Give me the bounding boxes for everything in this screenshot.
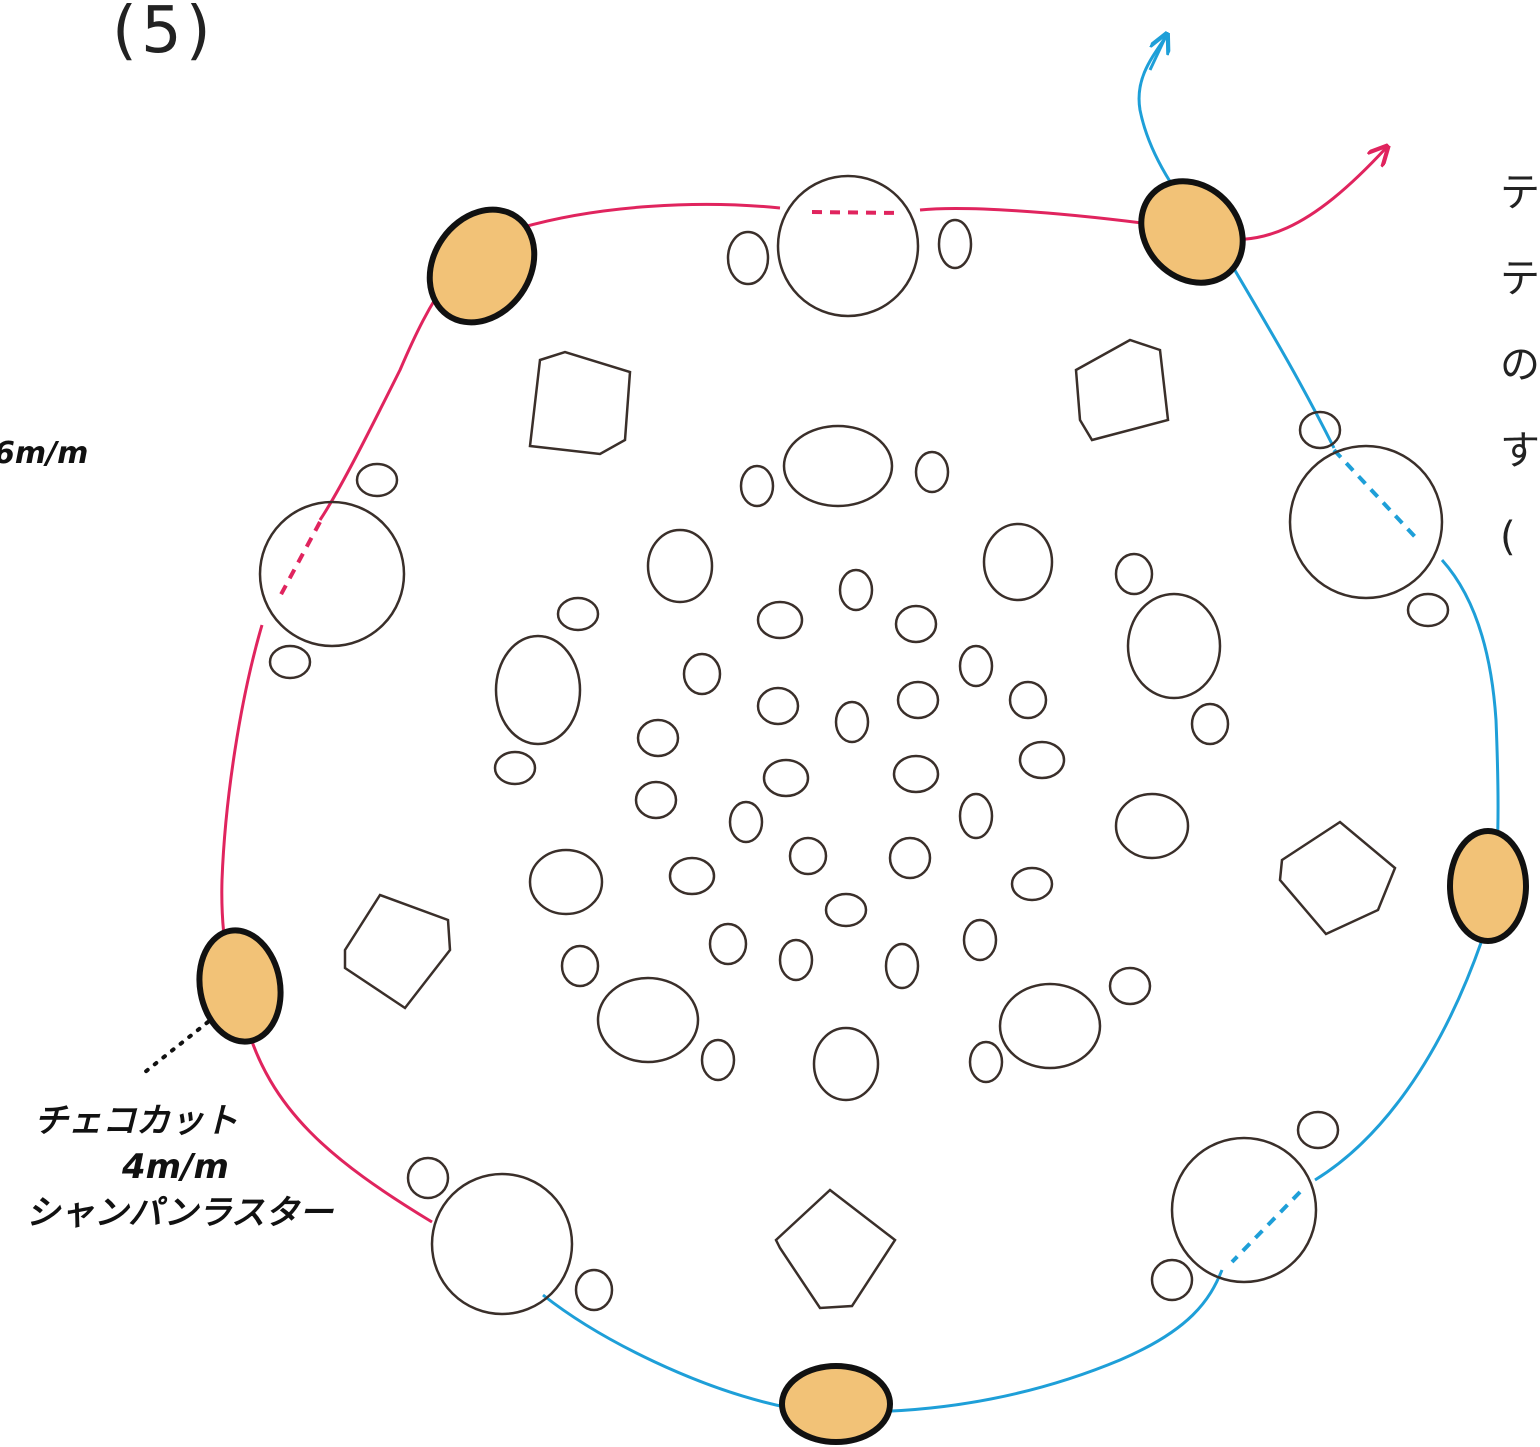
seed-bead: [406, 1156, 450, 1200]
seed-bead: [958, 644, 994, 688]
czech-cut-bead: [779, 1363, 893, 1445]
pink-thread: [220, 202, 1181, 1224]
seed-bead: [1406, 592, 1450, 628]
seed-bead: [888, 836, 932, 880]
hexagon-bead: [1278, 820, 1397, 936]
seed-bead: [268, 644, 312, 680]
medium-bead: [782, 424, 894, 508]
seed-bead: [778, 938, 814, 982]
seed-bead: [1190, 702, 1230, 746]
seed-bead: [762, 758, 810, 798]
seed-bead: [962, 918, 998, 962]
seed-bead: [937, 218, 973, 270]
pink-dashed-inside: [276, 521, 322, 601]
blue-thread-exit: [1148, 36, 1166, 71]
seed-bead: [739, 464, 775, 508]
seed-bead: [756, 600, 804, 640]
seed-bead: [884, 942, 920, 990]
medium-bead: [646, 528, 714, 604]
pink-dashed-inside: [811, 210, 901, 215]
bead-note-line-3: シャンパンラスター: [26, 1193, 334, 1233]
seed-bead: [560, 944, 600, 988]
right-text-cut: テ テ の す (: [1500, 150, 1540, 570]
right-text-char: (: [1500, 514, 1516, 560]
seed-bead: [1010, 866, 1054, 902]
seed-bead: [958, 792, 994, 840]
blue-dashed-inside: [1230, 1190, 1302, 1264]
medium-bead: [1114, 792, 1190, 860]
large-round-bead: [1170, 1136, 1318, 1284]
seed-bead: [634, 780, 678, 820]
medium-bead: [982, 522, 1054, 602]
medium-bead: [998, 982, 1102, 1070]
seed-bead: [1296, 1110, 1340, 1150]
seed-bead: [834, 700, 870, 744]
seed-bead: [914, 450, 950, 494]
seed-bead: [756, 686, 800, 726]
medium-bead: [494, 634, 582, 746]
seed-bead: [896, 680, 940, 720]
czech-cut-bead: [426, 206, 538, 326]
seed-bead: [726, 230, 770, 286]
hexagon-bead: [528, 350, 632, 456]
medium-bead: [1126, 592, 1222, 700]
seed-bead: [1018, 740, 1066, 780]
medium-bead: [812, 1026, 880, 1102]
right-text-char: す: [1500, 428, 1540, 474]
bead-note: チェコカット 4m/m シャンパンラスター: [26, 1098, 334, 1236]
medium-bead: [596, 976, 700, 1064]
seed-bead: [824, 892, 868, 928]
seed-bead: [574, 1268, 614, 1312]
large-round-bead: [430, 1172, 574, 1316]
blue-dashed-inside: [1332, 448, 1420, 542]
seed-bead: [1108, 966, 1152, 1006]
seed-bead: [838, 568, 874, 612]
seed-bead: [1114, 552, 1154, 596]
seed-bead: [355, 462, 399, 498]
seed-bead: [1150, 1258, 1194, 1302]
seed-bead: [788, 836, 828, 876]
seed-bead: [1298, 410, 1342, 450]
bead-size-annotation: 6m/m: [0, 436, 89, 471]
hexagon-bead: [774, 1188, 897, 1310]
large-round-bead: [1288, 444, 1444, 600]
note-leader-line: [138, 1020, 210, 1078]
seed-bead: [636, 718, 680, 758]
seed-bead: [682, 652, 722, 696]
seed-bead: [708, 922, 748, 966]
czech-cut-bead: [1138, 178, 1246, 286]
hexagon-bead: [343, 893, 452, 1010]
seed-bead: [968, 1040, 1004, 1084]
bead-note-line-2: 4m/m: [122, 1147, 229, 1187]
bead-note-line-1: チェコカット: [34, 1101, 238, 1141]
right-text-char: テ: [1500, 256, 1540, 302]
seed-bead: [1008, 680, 1048, 720]
czech-cut-bead: [1447, 828, 1529, 944]
seed-bead: [668, 856, 716, 896]
right-text-char: の: [1500, 342, 1540, 388]
hexagon-bead: [1074, 338, 1170, 442]
seed-bead: [728, 800, 764, 844]
seed-bead: [892, 754, 940, 794]
step-label: (5): [112, 0, 215, 68]
right-text-char: テ: [1500, 170, 1540, 216]
blue-thread: [542, 37, 1500, 1414]
large-round-bead: [776, 174, 920, 318]
seed-bead: [556, 596, 600, 632]
large-round-bead: [258, 500, 406, 648]
seed-bead: [700, 1038, 736, 1082]
seed-bead: [894, 604, 938, 644]
medium-bead: [528, 848, 604, 916]
seed-bead: [493, 750, 537, 786]
czech-cut-bead: [196, 927, 284, 1045]
